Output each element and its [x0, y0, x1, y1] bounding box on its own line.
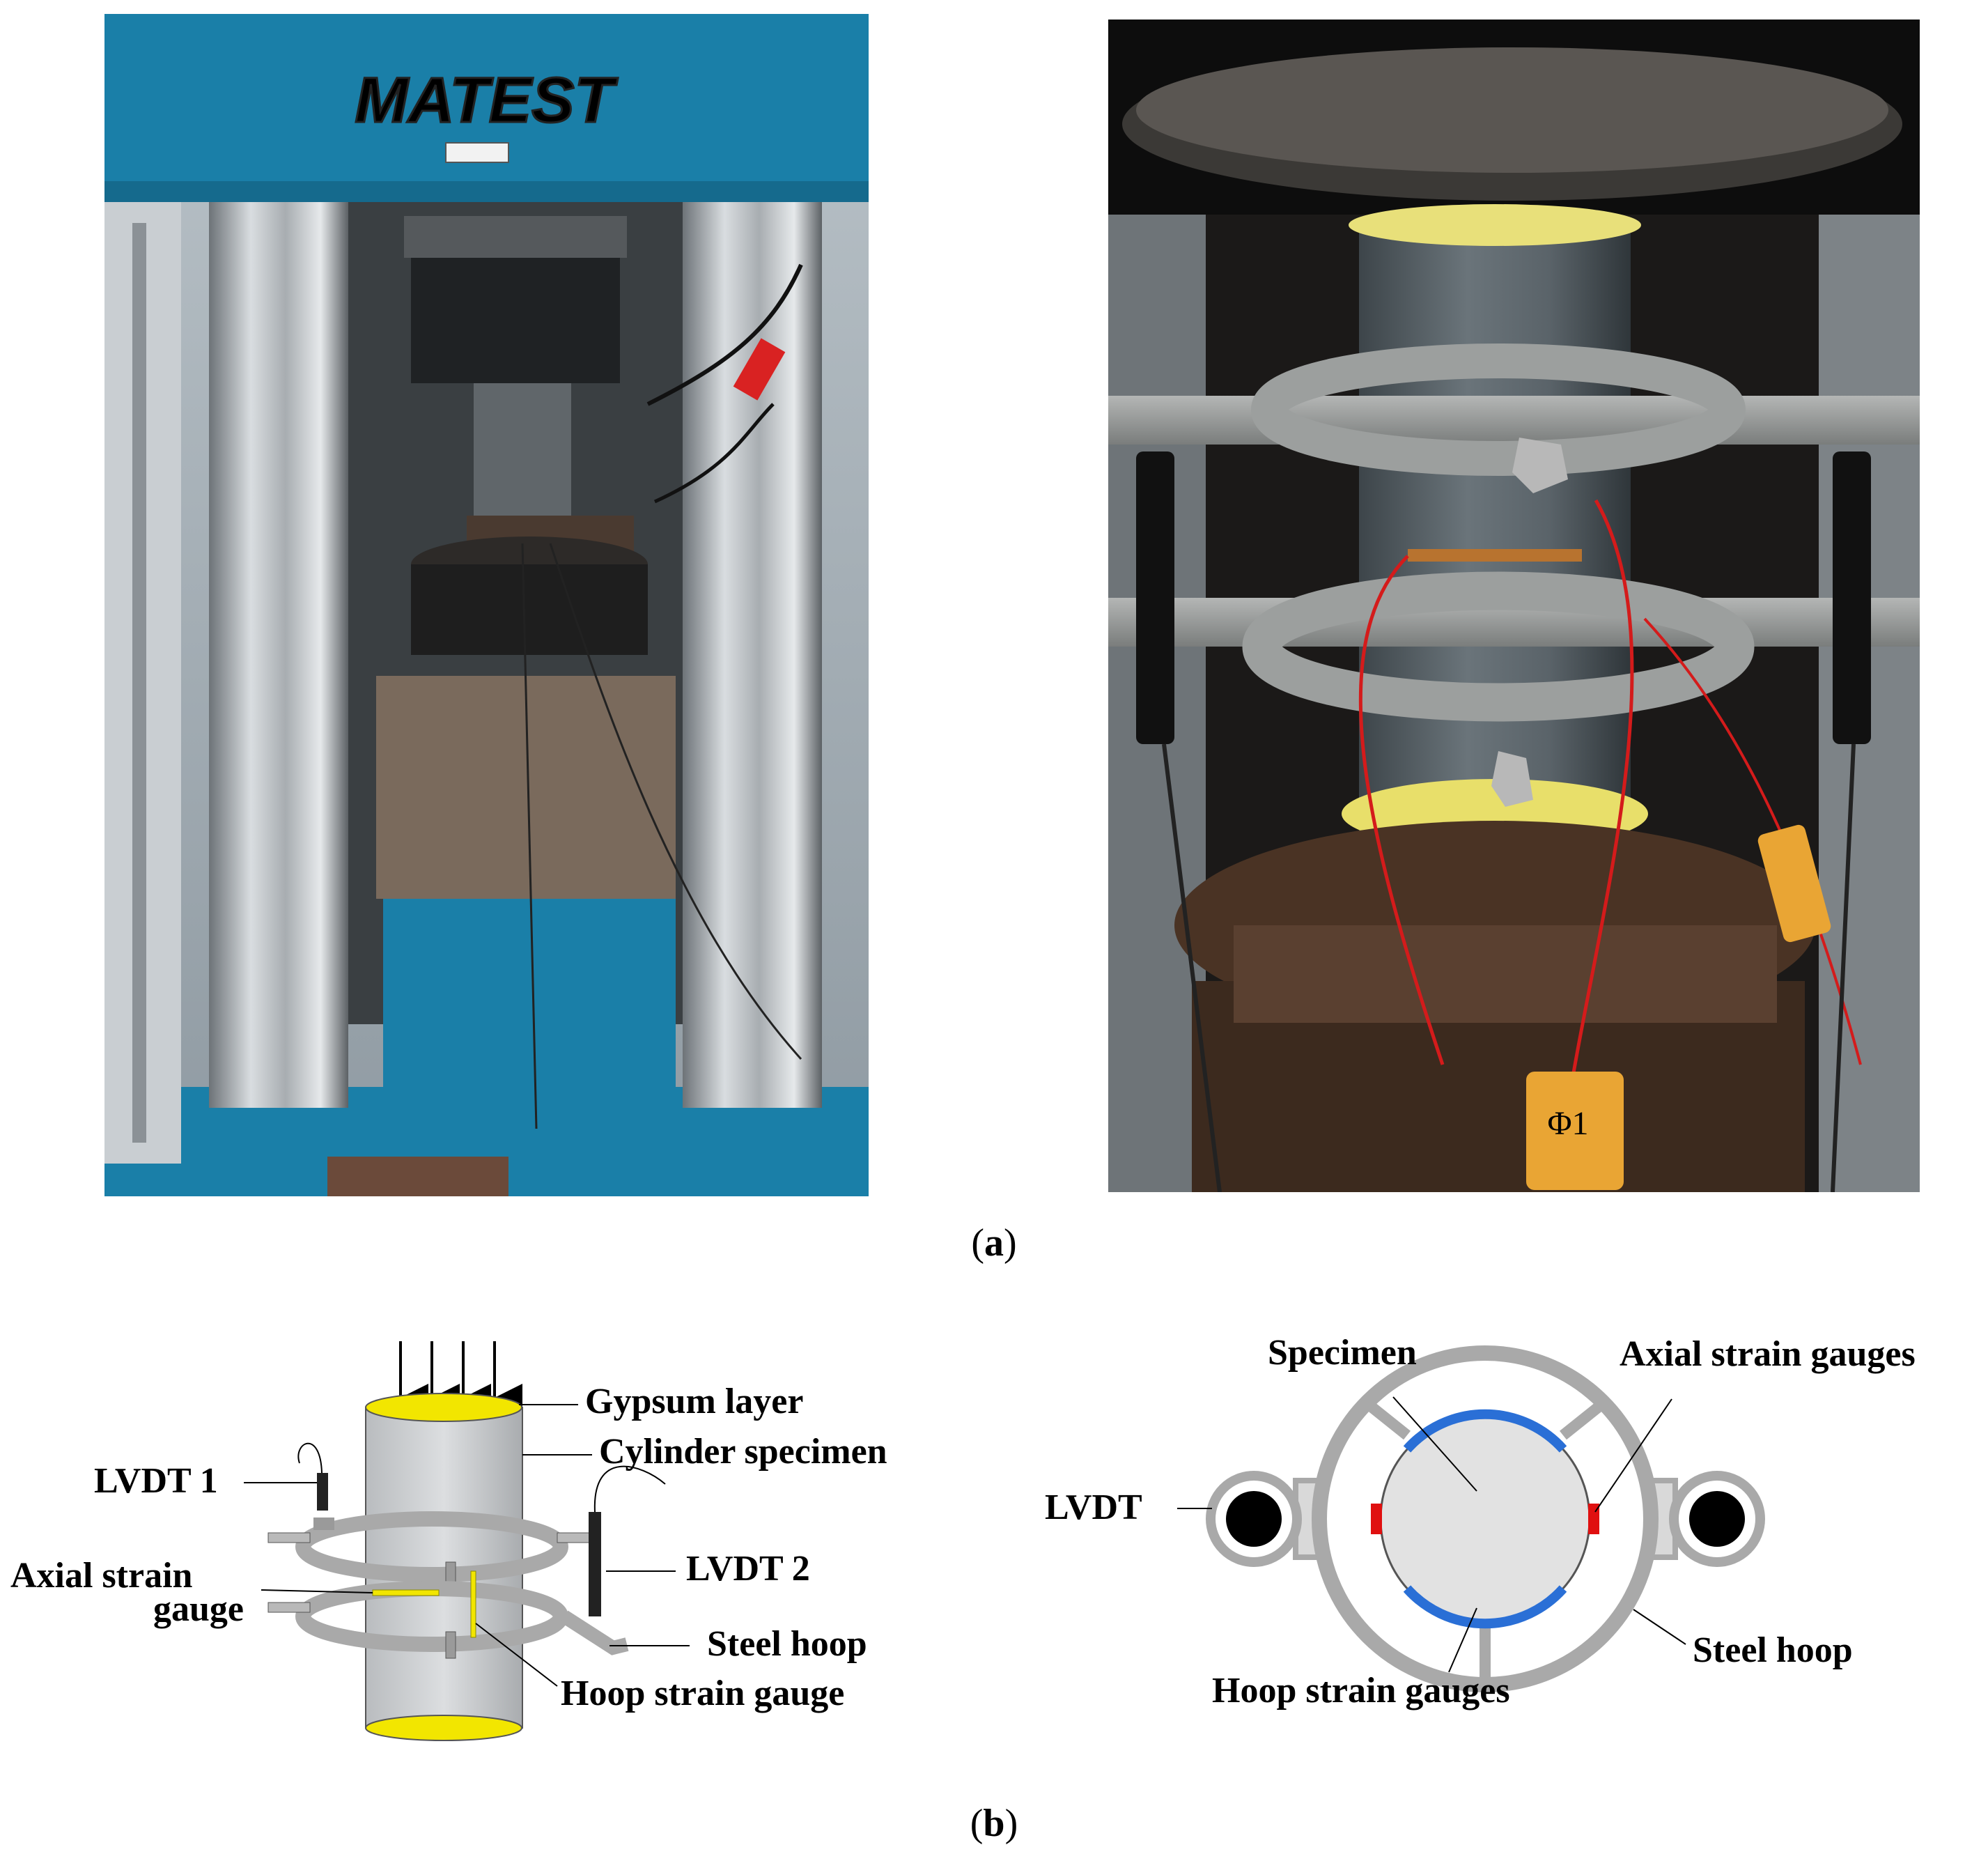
label-lvdt-2: LVDT 2: [686, 1549, 810, 1589]
caption-a: (a): [971, 1221, 1017, 1265]
bottom-gypsum-layer: [365, 1715, 522, 1741]
gypsum-layer: [365, 1393, 522, 1422]
label-axial-strain-gauge-line1: Axial strain: [10, 1556, 193, 1596]
axial-strain-gauge-mark: [372, 1589, 440, 1596]
matest-logo: MATEST: [355, 65, 618, 136]
lvdt-right: [1833, 451, 1871, 744]
lvdt-left: [1136, 451, 1174, 744]
label-specimen: Specimen: [1268, 1333, 1417, 1373]
specimen-marking: Φ1: [1547, 1105, 1588, 1142]
upper-steel-hoop: [267, 1511, 600, 1589]
label-lvdt: LVDT: [1045, 1488, 1142, 1527]
cylinder-setup-schematic: Gypsum layer Cylinder specimen LVDT 1 LV…: [10, 1341, 887, 1741]
hoop-strain-gauge-bottom: [1403, 1585, 1567, 1629]
label-cylinder-specimen: Cylinder specimen: [599, 1432, 887, 1472]
specimen-closeup-photo: Φ1: [1108, 20, 1920, 1192]
lvdt-1-device: [297, 1442, 328, 1511]
left-pillar: [209, 202, 348, 1108]
label-gypsum-layer: Gypsum layer: [585, 1382, 803, 1421]
label-axial-strain-gauges: Axial strain gauges: [1620, 1334, 1916, 1374]
plan-view-schematic: Specimen Axial strain gauges LVDT Steel …: [1045, 1333, 1916, 1711]
right-pillar: [683, 202, 822, 1108]
label-lvdt-1: LVDT 1: [94, 1461, 218, 1501]
axial-strain-gauge-right: [1588, 1504, 1599, 1534]
label-steel-hoop-plan: Steel hoop: [1693, 1630, 1853, 1670]
label-hoop-strain-gauges: Hoop strain gauges: [1212, 1671, 1510, 1711]
label-steel-hoop: Steel hoop: [707, 1624, 867, 1664]
hoop-strain-gauge-mark: [470, 1570, 476, 1638]
caption-b-letter: b: [983, 1802, 1005, 1845]
axial-strain-gauge-left: [1371, 1504, 1382, 1534]
machine-crosshead: [104, 14, 869, 202]
specimen-closeup-illustration: Φ1: [1108, 20, 1920, 1192]
label-hoop-strain-gauge: Hoop strain gauge: [561, 1674, 844, 1713]
cylinder-specimen: [1359, 222, 1631, 849]
lvdt-2-device: [589, 1465, 666, 1616]
label-axial-strain-gauge-line2: gauge: [153, 1589, 244, 1629]
testing-machine-illustration: MATEST: [104, 14, 869, 1196]
caption-b: (b): [970, 1802, 1018, 1845]
testing-machine-photo: MATEST: [104, 14, 869, 1196]
caption-a-letter: a: [984, 1221, 1004, 1265]
load-arrows: [395, 1341, 522, 1417]
